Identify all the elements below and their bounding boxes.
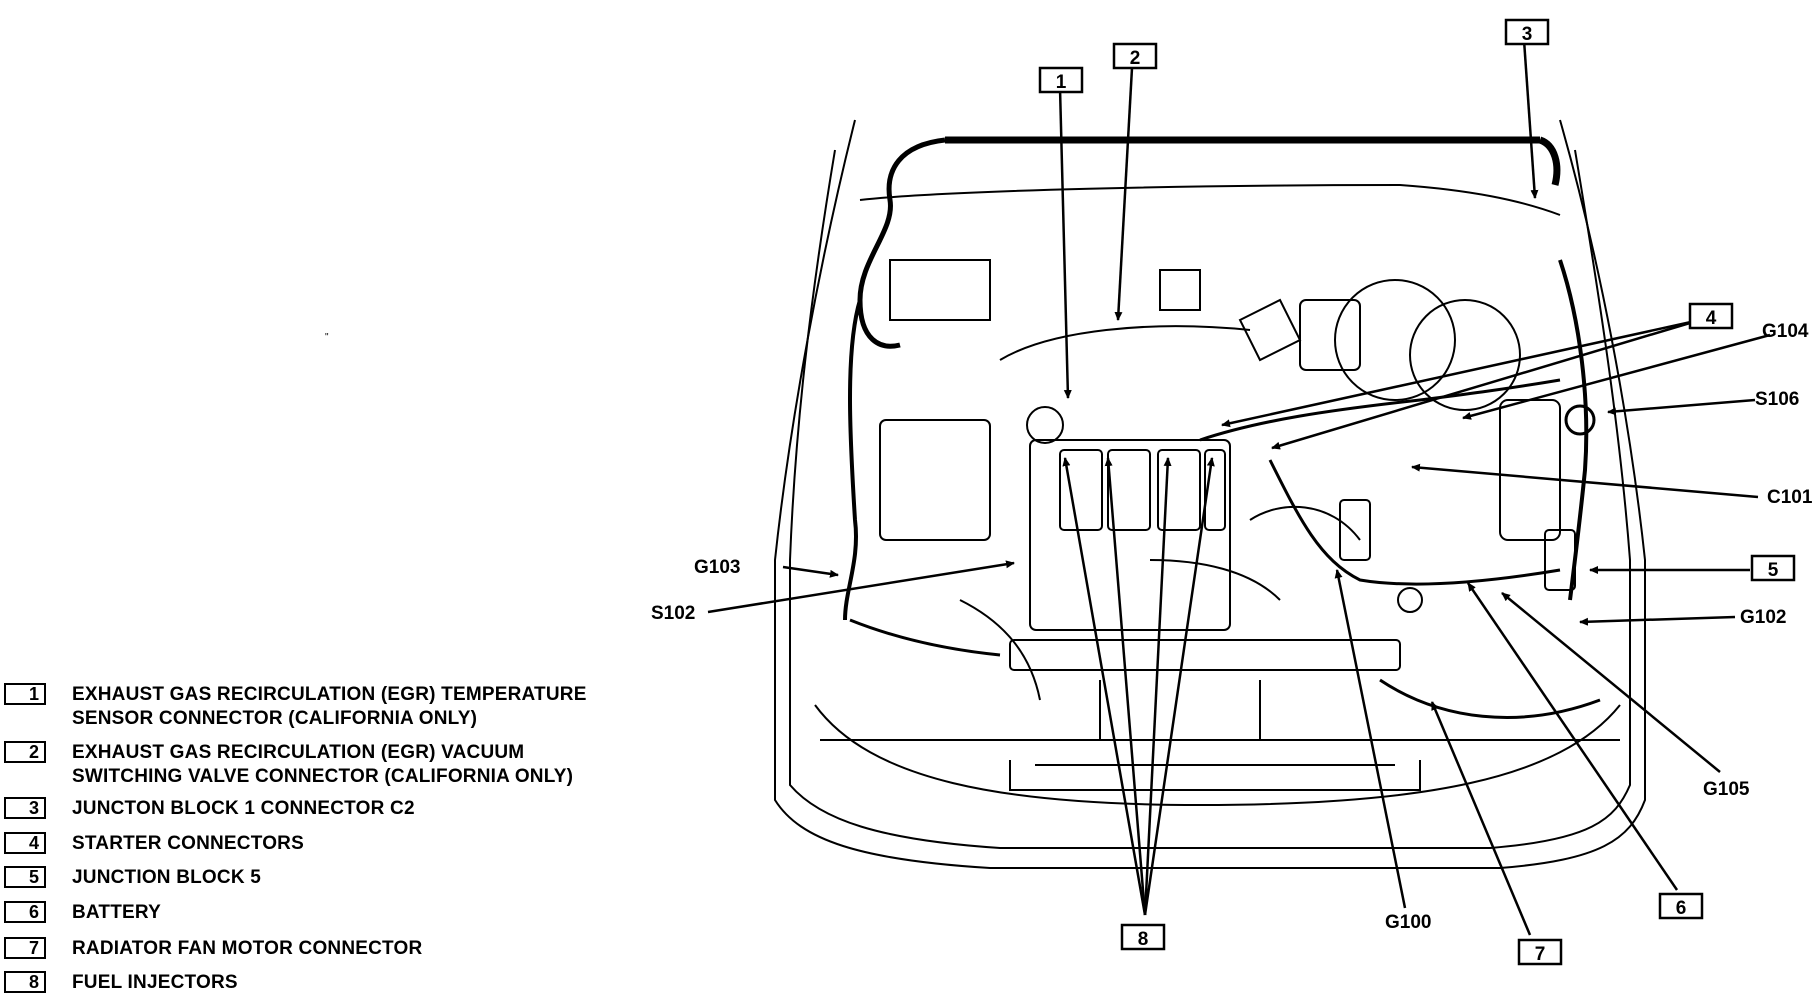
callout-box-1: 1	[1038, 66, 1084, 94]
legend-item-5: 5 JUNCTION BLOCK 5	[0, 866, 261, 890]
stray-mark: "	[325, 332, 329, 343]
svg-text:3: 3	[1522, 24, 1533, 45]
legend-number: 1	[4, 683, 46, 705]
svg-text:8: 8	[1138, 929, 1149, 950]
svg-text:6: 6	[1676, 898, 1687, 919]
legend-number: 7	[4, 937, 46, 959]
legend-item-8: 8 FUEL INJECTORS	[0, 971, 238, 995]
svg-text:4: 4	[1706, 308, 1717, 329]
legend-item-6: 6 BATTERY	[0, 901, 161, 925]
legend-text: EXHAUST GAS RECIRCULATION (EGR) TEMPERAT…	[72, 684, 587, 729]
callout-box-6: 6	[1658, 892, 1704, 920]
svg-text:5: 5	[1768, 560, 1779, 581]
legend-text: JUNCTION BLOCK 5	[72, 867, 261, 888]
legend-number: 5	[4, 866, 46, 888]
legend-text: JUNCTON BLOCK 1 CONNECTOR C2	[72, 798, 415, 819]
legend-number: 4	[4, 832, 46, 854]
callout-box-4: 4	[1688, 302, 1734, 330]
engine-block	[879, 259, 1596, 740]
label-s102: S102	[651, 603, 695, 624]
legend-item-4: 4 STARTER CONNECTORS	[0, 832, 304, 856]
label-g102: G102	[1740, 607, 1786, 628]
svg-text:2: 2	[1130, 48, 1141, 69]
legend-item-1: 1 EXHAUST GAS RECIRCULATION (EGR) TEMPER…	[0, 683, 587, 731]
svg-text:1: 1	[1056, 72, 1067, 93]
legend-item-7: 7 RADIATOR FAN MOTOR CONNECTOR	[0, 937, 422, 961]
leader-lines	[707, 39, 1771, 936]
svg-text:7: 7	[1535, 944, 1546, 965]
legend-text: FUEL INJECTORS	[72, 972, 238, 993]
legend-item-2: 2 EXHAUST GAS RECIRCULATION (EGR) VACUUM…	[0, 741, 573, 789]
component-labels: G104 S106 C101 G102 G105 G100 G103 S102	[651, 321, 1812, 933]
main-wiring-harness	[843, 136, 1601, 719]
label-s106: S106	[1755, 389, 1799, 410]
label-g100: G100	[1385, 912, 1431, 933]
label-c101: C101	[1767, 487, 1812, 508]
legend-item-3: 3 JUNCTON BLOCK 1 CONNECTOR C2	[0, 797, 415, 821]
legend-number: 3	[4, 797, 46, 819]
callout-box-3: 3	[1504, 18, 1550, 46]
legend-text: BATTERY	[72, 902, 162, 923]
legend-number: 8	[4, 971, 46, 993]
legend-text: RADIATOR FAN MOTOR CONNECTOR	[72, 938, 423, 959]
callout-box-8: 8	[1120, 923, 1166, 951]
legend-number: 6	[4, 901, 46, 923]
label-g103: G103	[694, 557, 740, 578]
callout-box-5: 5	[1750, 554, 1796, 582]
legend-text: STARTER CONNECTORS	[72, 833, 304, 854]
callout-box-2: 2	[1112, 42, 1158, 70]
label-g105: G105	[1703, 779, 1750, 800]
legend-text: EXHAUST GAS RECIRCULATION (EGR) VACUUM S…	[72, 742, 574, 787]
legend-number: 2	[4, 741, 46, 763]
callout-box-7: 7	[1517, 938, 1563, 966]
label-g104: G104	[1762, 321, 1809, 342]
car-body-outline	[774, 119, 1646, 869]
